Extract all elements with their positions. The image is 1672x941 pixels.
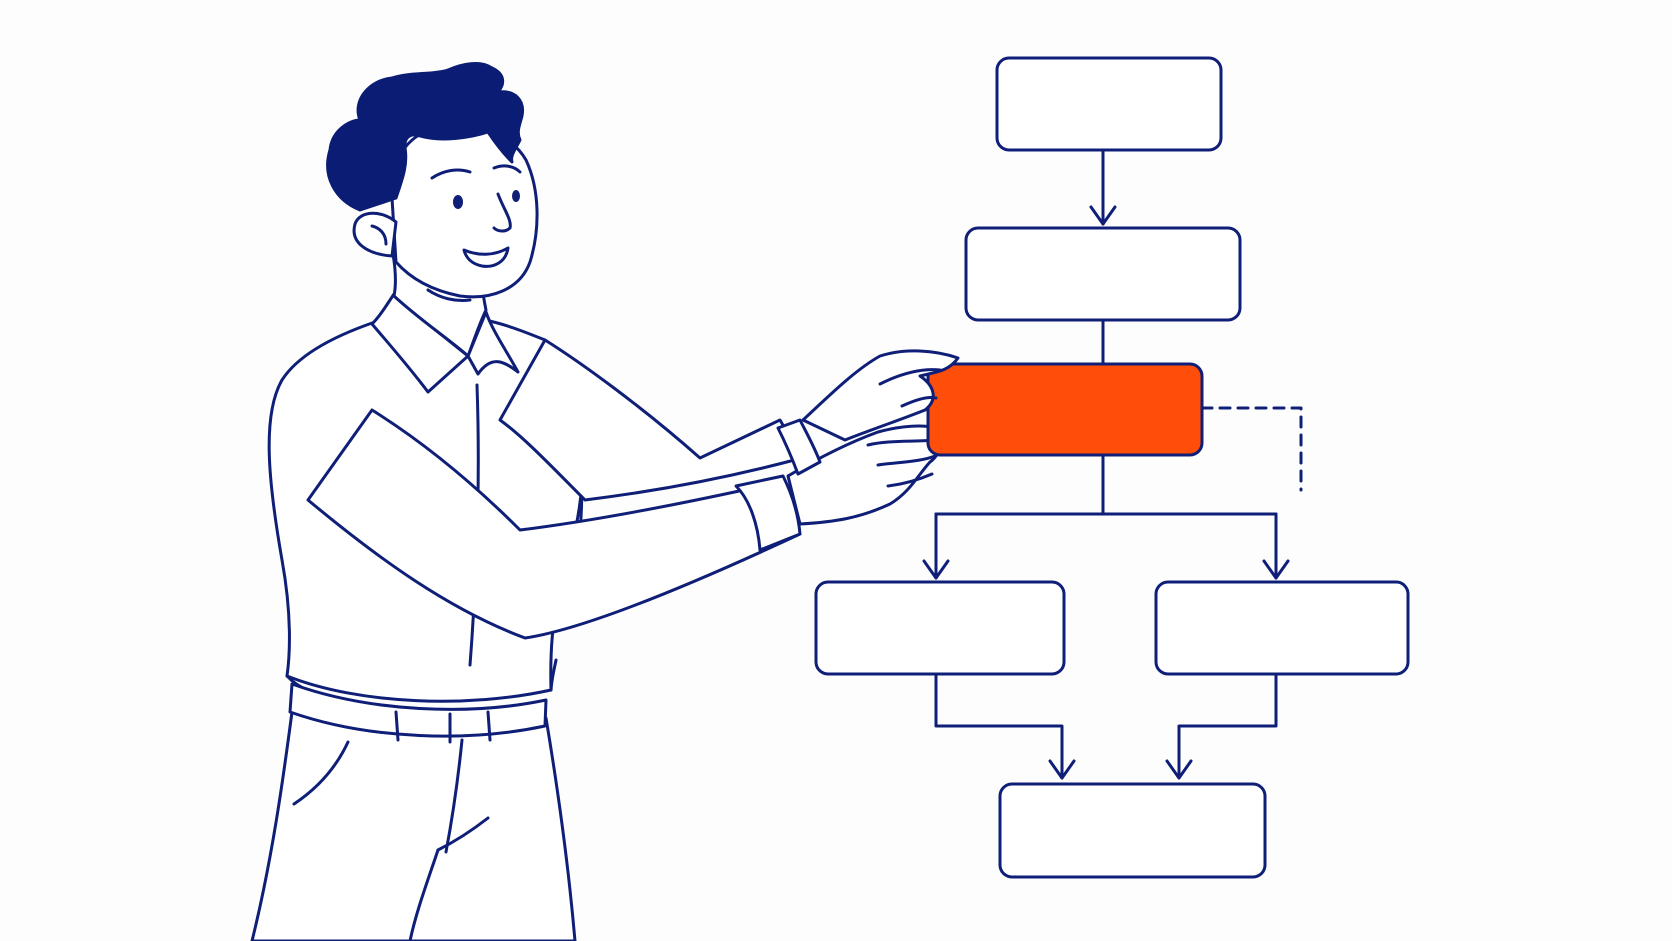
shirt-collar: [370, 292, 520, 394]
flowchart-node-6: [998, 782, 1267, 879]
belt: [288, 682, 548, 744]
edge-node5-node6: [1177, 672, 1278, 780]
left-eyebrow: [430, 168, 472, 180]
ear-inner: [370, 224, 388, 246]
hair: [326, 62, 525, 212]
right-finger-1: [900, 396, 938, 408]
edge-node3-dashed: [1200, 406, 1303, 492]
nose: [492, 192, 512, 233]
right-cuff: [776, 418, 822, 476]
flowchart-node-2: [964, 226, 1242, 322]
belt-loop-1: [394, 710, 400, 742]
flowchart-node-3-highlighted: [926, 362, 1204, 457]
right-thumb: [878, 368, 942, 386]
trouser-pocket: [292, 740, 350, 806]
head: [326, 62, 539, 302]
person: [250, 62, 1204, 941]
left-arm: [306, 408, 943, 640]
belt-loop-3: [486, 710, 492, 742]
ear: [352, 211, 398, 258]
trousers-outline: [250, 710, 577, 941]
edge-node4-node6: [934, 672, 1064, 780]
arrowhead-node2: [1089, 205, 1117, 226]
flowchart: [814, 56, 1410, 879]
cheek-line: [426, 288, 472, 302]
left-eye: [453, 195, 463, 209]
flowchart-node-1: [995, 56, 1223, 152]
trouser-crease: [444, 738, 464, 854]
connector-lines: [922, 148, 1303, 780]
trouser-knee-line: [436, 816, 490, 852]
belt-band: [288, 682, 548, 738]
right-arm-sleeve: [498, 338, 804, 502]
smile: [462, 246, 510, 268]
left-finger-3: [886, 472, 934, 488]
right-hand: [801, 349, 960, 442]
arrowhead-node5: [1262, 559, 1290, 580]
trouser-inner-leg: [408, 848, 440, 941]
flowchart-node-5: [1154, 580, 1410, 676]
flowchart-nodes: [814, 56, 1410, 879]
shirt-hem-right: [549, 658, 558, 692]
right-arm: [498, 338, 960, 502]
flowchart-node-4: [814, 580, 1066, 676]
left-cuff: [734, 474, 802, 552]
right-eye: [512, 190, 520, 202]
collar-right: [466, 310, 520, 376]
trousers: [250, 710, 577, 941]
left-finger-2: [876, 454, 937, 467]
right-eyebrow: [492, 164, 522, 174]
arrowhead-node6-left: [1048, 759, 1076, 780]
arrowhead-node4: [922, 559, 950, 580]
arrowhead-node6-right: [1165, 759, 1193, 780]
